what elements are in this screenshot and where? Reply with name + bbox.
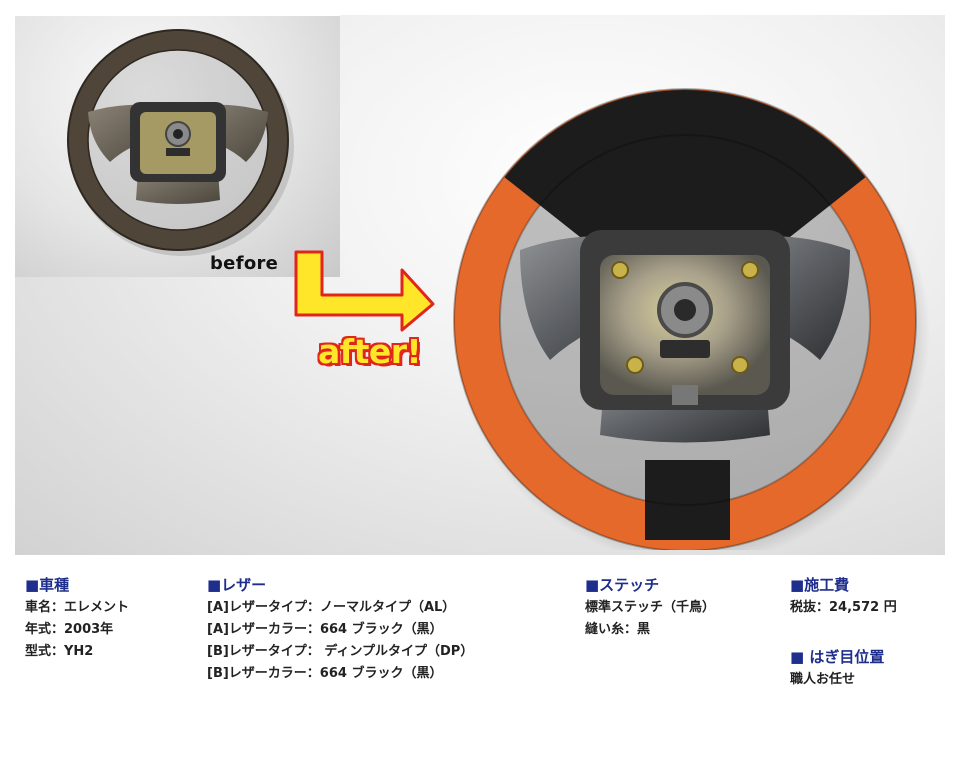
vehicle-spec-column: ■車種 車名：エレメント 年式：2003年 型式：YH2 xyxy=(25,573,129,663)
leather-b-type: [B]レザータイプ： ディンプルタイプ（DP） xyxy=(207,644,474,659)
leather-spec-column: ■レザー [A]レザータイプ：ノーマルタイプ（AL） [A]レザーカラー：664… xyxy=(207,573,473,685)
stitch-spec-column: ■ステッチ 標準ステッチ（千鳥） 縫い糸：黒 xyxy=(585,573,715,641)
leather-a-color: [A]レザーカラー：664 ブラック（黒） xyxy=(207,622,443,637)
price-heading: ■施工費 xyxy=(790,576,850,594)
price-value: 税抜：24,572 円 xyxy=(790,600,897,615)
vehicle-model: 型式：YH2 xyxy=(25,644,94,659)
vehicle-heading: ■車種 xyxy=(25,576,70,594)
vehicle-name: 車名：エレメント xyxy=(25,600,130,615)
leather-a-type: [A]レザータイプ：ノーマルタイプ（AL） xyxy=(207,600,456,615)
price-spec-column: ■施工費 税抜：24,572 円 ■ はぎ目位置 職人お任せ xyxy=(790,573,897,691)
stitch-heading: ■ステッチ xyxy=(585,576,660,594)
vehicle-year: 年式：2003年 xyxy=(25,622,114,637)
before-label: before xyxy=(210,253,279,274)
after-label: after! xyxy=(318,332,422,371)
before-steering-wheel-image xyxy=(67,29,294,256)
stitch-type: 標準ステッチ（千鳥） xyxy=(585,600,716,615)
seam-heading: ■ はぎ目位置 xyxy=(790,648,885,666)
seam-value: 職人お任せ xyxy=(790,672,856,687)
spec-section: ■車種 車名：エレメント 年式：2003年 型式：YH2 ■レザー [A]レザー… xyxy=(0,573,960,753)
before-to-after-arrow-icon xyxy=(294,250,435,332)
stitch-thread: 縫い糸：黒 xyxy=(585,622,651,637)
leather-b-color: [B]レザーカラー：664 ブラック（黒） xyxy=(207,666,443,681)
leather-heading: ■レザー xyxy=(207,576,267,594)
after-steering-wheel-image xyxy=(453,88,930,550)
